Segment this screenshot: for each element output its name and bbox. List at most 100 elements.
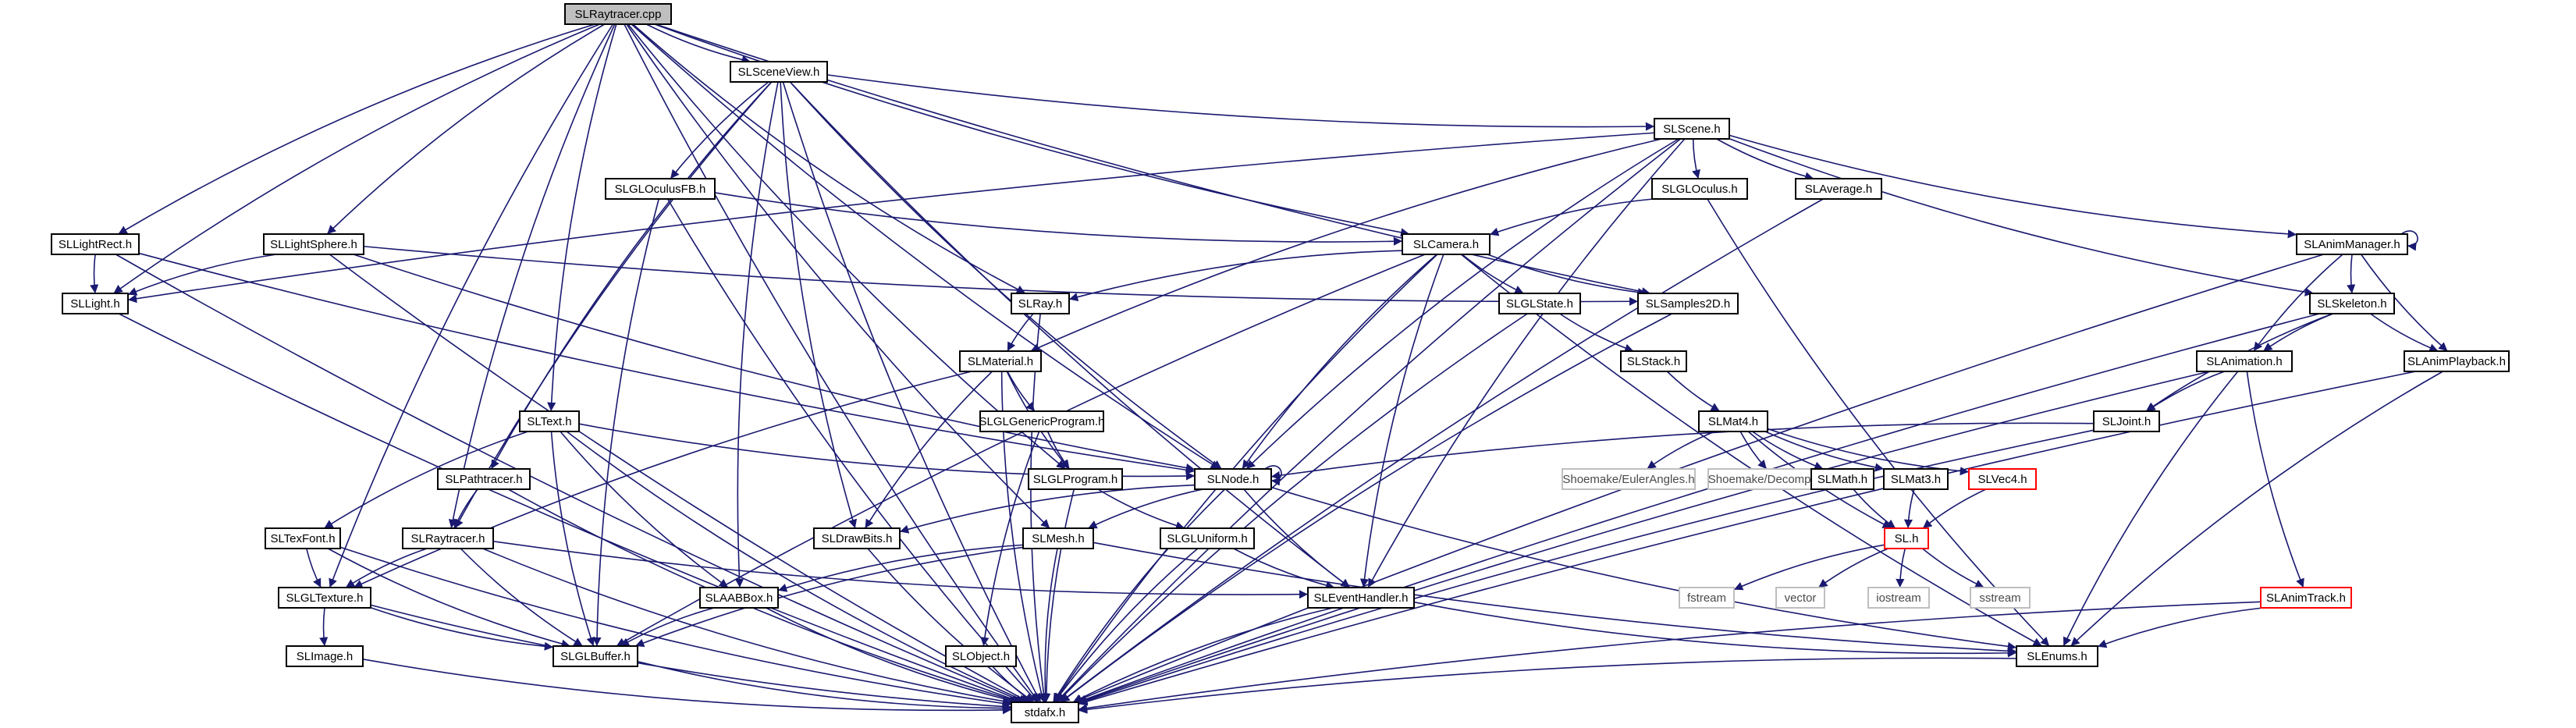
- dependency-edge-material-drawbits: [864, 371, 993, 529]
- node-label-sceneview: SLSceneView.h: [738, 66, 820, 79]
- node-label-animtrack: SLAnimTrack.h: [2266, 591, 2346, 605]
- dependency-edge-texfont-gltexture: [306, 548, 322, 588]
- dependency-edge-root-light: [113, 23, 600, 294]
- dependency-edge-root-glprogram: [627, 23, 1066, 470]
- dependency-edge-mesh-aabbox: [777, 544, 1024, 592]
- node-raytracer[interactable]: SLRaytracer.h: [402, 527, 494, 549]
- node-stdafx[interactable]: stdafx.h: [1011, 701, 1079, 723]
- dependency-edge-slh-sstream: [1922, 548, 1984, 588]
- dependency-edge-mat4-eulerangles: [1647, 431, 1715, 470]
- node-drawbits[interactable]: SLDrawBits.h: [813, 527, 901, 549]
- dependency-edge-camera-glstate: [1462, 254, 1524, 294]
- dependency-edge-sceneview-oculusfb: [670, 81, 769, 179]
- node-box-drawbits: [813, 527, 901, 549]
- node-label-math: SLMath.h: [1817, 473, 1867, 486]
- node-vec4[interactable]: SLVec4.h: [1968, 468, 2037, 490]
- node-glstate[interactable]: SLGLState.h: [1498, 293, 1581, 314]
- node-animation[interactable]: SLAnimation.h: [2196, 350, 2293, 372]
- dependency-edge-slh-iostream: [1896, 548, 1906, 588]
- node-gltexture[interactable]: SLGLTexture.h: [278, 587, 371, 609]
- node-vector[interactable]: vector: [1775, 587, 1825, 609]
- node-mesh[interactable]: SLMesh.h: [1022, 527, 1094, 549]
- dependency-edge-light-stdafx: [118, 313, 1022, 704]
- node-label-aabbox: SLAABBox.h: [705, 591, 773, 605]
- dependency-edge-raytracer-gltexture: [345, 548, 428, 588]
- dependency-edge-camera-enums: [1460, 254, 2043, 647]
- node-animtrack[interactable]: SLAnimTrack.h: [2260, 587, 2352, 609]
- node-box-mat3: [1883, 468, 1949, 490]
- node-box-lightsphere: [263, 233, 364, 255]
- node-image[interactable]: SLImage.h: [286, 645, 364, 667]
- dependency-edge-scene-animmgr: [1729, 134, 2297, 239]
- dependency-edge-scene-skeleton: [1729, 137, 2315, 297]
- node-animplayback[interactable]: SLAnimPlayback.h: [2404, 350, 2510, 372]
- node-stack[interactable]: SLStack.h: [1620, 350, 1687, 372]
- node-box-mesh: [1022, 527, 1094, 549]
- node-box-skeleton: [2309, 293, 2395, 314]
- node-gluniform[interactable]: SLGLUniform.h: [1160, 527, 1255, 549]
- node-label-animmgr: SLAnimManager.h: [2304, 238, 2400, 251]
- node-glbuffer[interactable]: SLGLBuffer.h: [553, 645, 638, 667]
- node-label-mat4: SLMat4.h: [1708, 415, 1758, 428]
- node-glprogram[interactable]: SLGLProgram.h: [1028, 468, 1123, 490]
- node-eulerangles[interactable]: Shoemake/EulerAngles.h: [1562, 468, 1696, 490]
- node-oculusfb[interactable]: SLGLOculusFB.h: [605, 178, 716, 200]
- node-texfont[interactable]: SLTexFont.h: [265, 527, 341, 549]
- node-sceneview[interactable]: SLSceneView.h: [730, 61, 828, 83]
- dependency-edge-node-stdafx: [1052, 488, 1226, 703]
- node-joint[interactable]: SLJoint.h: [2093, 410, 2160, 432]
- node-fstream[interactable]: fstream: [1679, 587, 1735, 609]
- node-eventhandler[interactable]: SLEventHandler.h: [1307, 587, 1415, 609]
- dependency-edge-gltexture-image: [319, 607, 329, 647]
- node-gloculus[interactable]: SLGLOculus.h: [1651, 178, 1748, 200]
- node-slh[interactable]: SL.h: [1884, 527, 1929, 549]
- dependency-edge-joint-stdafx: [1078, 429, 2095, 705]
- node-mat4[interactable]: SLMat4.h: [1698, 410, 1768, 432]
- node-box-oculusfb: [605, 178, 716, 200]
- node-box-stdafx: [1011, 701, 1079, 723]
- dependency-edge-lightsphere-stdafx: [329, 254, 1030, 703]
- node-enums[interactable]: SLEnums.h: [2016, 645, 2098, 667]
- dependency-edge-root-ray: [632, 23, 1026, 294]
- node-label-animplayback: SLAnimPlayback.h: [2407, 355, 2506, 368]
- node-math[interactable]: SLMath.h: [1810, 468, 1874, 490]
- node-lightsphere[interactable]: SLLightSphere.h: [263, 233, 364, 255]
- node-text[interactable]: SLText.h: [519, 410, 580, 432]
- node-box-eventhandler: [1307, 587, 1415, 609]
- node-object[interactable]: SLObject.h: [945, 645, 1017, 667]
- dependency-edge-animtrack-stdafx: [1078, 601, 2262, 713]
- node-samples2d[interactable]: SLSamples2D.h: [1637, 293, 1739, 314]
- dependency-edge-scene-material: [1030, 138, 1662, 352]
- node-node[interactable]: SLNode.h: [1194, 468, 1272, 490]
- dependency-edge-mat3-slh: [1903, 488, 1915, 529]
- node-box-camera: [1402, 233, 1491, 255]
- dependency-edge-lightrect-stdafx: [115, 254, 1025, 703]
- dependency-edge-animmgr-animmgr: [2400, 230, 2418, 251]
- dependency-edge-node-eventhandler: [1243, 488, 1351, 588]
- dependency-edge-scene-eventhandler: [1367, 138, 1686, 588]
- node-label-animation: SLAnimation.h: [2206, 355, 2283, 368]
- dependency-edge-root-mesh: [626, 23, 1050, 529]
- node-aabbox[interactable]: SLAABBox.h: [699, 587, 779, 609]
- node-camera[interactable]: SLCamera.h: [1402, 233, 1491, 255]
- node-iostream[interactable]: iostream: [1867, 587, 1930, 609]
- node-genericprog[interactable]: SLGLGenericProgram.h: [979, 410, 1105, 432]
- node-label-pathtracer: SLPathtracer.h: [445, 473, 522, 486]
- node-material[interactable]: SLMaterial.h: [959, 350, 1042, 372]
- node-root[interactable]: SLRaytracer.cpp: [564, 3, 672, 25]
- node-label-oculusfb: SLGLOculusFB.h: [615, 183, 706, 196]
- node-ray[interactable]: SLRay.h: [1011, 293, 1070, 314]
- dependency-edge-math-slh: [1853, 488, 1896, 529]
- node-animmgr[interactable]: SLAnimManager.h: [2296, 233, 2408, 255]
- node-average[interactable]: SLAverage.h: [1795, 178, 1882, 200]
- dependency-edge-aabbox-glbuffer: [620, 607, 715, 647]
- node-sstream[interactable]: sstream: [1970, 587, 2031, 609]
- node-pathtracer[interactable]: SLPathtracer.h: [437, 468, 531, 490]
- node-lightrect[interactable]: SLLightRect.h: [51, 233, 140, 255]
- node-mat3[interactable]: SLMat3.h: [1883, 468, 1949, 490]
- dependency-edge-mat4-math: [1752, 431, 1824, 471]
- node-skeleton[interactable]: SLSkeleton.h: [2309, 293, 2395, 314]
- node-light[interactable]: SLLight.h: [62, 293, 129, 314]
- node-scene[interactable]: SLScene.h: [1654, 118, 1730, 140]
